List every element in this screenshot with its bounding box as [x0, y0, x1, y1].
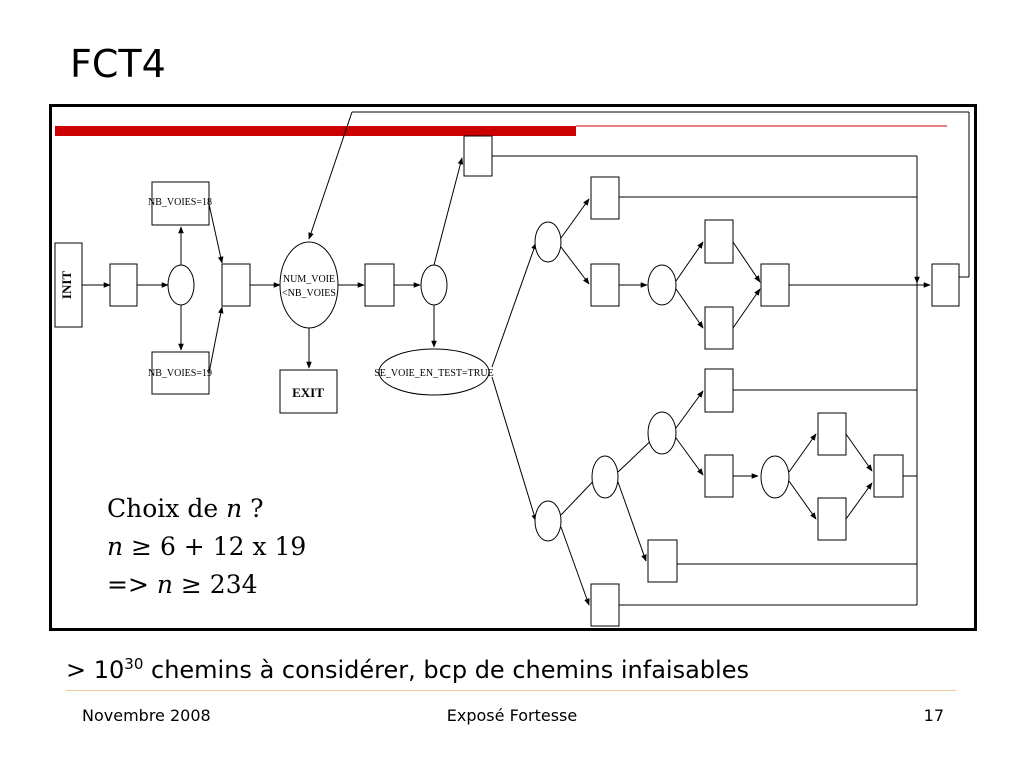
flowchart: INIT NB_VOIES=18 NB_VOIES=19 NUM_VOIE <N…: [54, 111, 970, 627]
flow-box: [817, 497, 847, 541]
flow-box: [760, 263, 790, 307]
decision-node: [647, 411, 677, 455]
footer-divider: [66, 690, 956, 691]
decision-node: [591, 455, 619, 499]
decision-node: [167, 264, 195, 306]
footer-title: Exposé Fortesse: [446, 706, 578, 725]
flow-box: [817, 412, 847, 456]
exit-label: EXIT: [292, 385, 324, 400]
nb-voies-18-label: NB_VOIES=18: [148, 197, 212, 208]
loop-condition-node: [279, 241, 339, 329]
red-accent-bar: [55, 126, 576, 136]
flow-box: [704, 368, 734, 413]
nb-voies-19-label: NB_VOIES=19: [148, 368, 212, 379]
nb-voies-18-node: [151, 181, 210, 226]
flow-box: [873, 454, 904, 498]
flow-box: [463, 135, 493, 177]
flow-box: [931, 263, 960, 307]
decision-node: [647, 264, 677, 306]
flow-box: [647, 539, 678, 583]
decision-node: [534, 500, 562, 542]
flow-box: [704, 454, 734, 498]
flow-box: [704, 306, 734, 350]
flow-box: [590, 176, 620, 220]
bullet-text: > 1030 chemins à considérer, bcp de chem…: [66, 655, 749, 684]
flow-box: [364, 263, 395, 307]
flow-box: [590, 263, 620, 307]
annotation-text: Choix de n ? n ≥ 6 + 12 x 19 => n ≥ 234: [107, 490, 306, 604]
flow-box: [590, 583, 620, 627]
flow-box: [704, 219, 734, 264]
decision-node: [420, 264, 448, 306]
footer-date: Novembre 2008: [82, 706, 211, 725]
flowchart-frame: INIT NB_VOIES=18 NB_VOIES=19 NUM_VOIE <N…: [49, 104, 977, 631]
se-voie-label: SE_VOIE_EN_TEST=TRUE: [374, 368, 494, 379]
exit-node: [279, 369, 338, 414]
flow-box: [109, 263, 138, 307]
merge-box: [221, 263, 251, 307]
loop-condition-label: NUM_VOIE: [283, 274, 335, 285]
annotation-line-1: Choix de n ?: [107, 494, 264, 523]
slide-title: FCT4: [70, 42, 166, 86]
page-number: 17: [923, 706, 944, 725]
init-label: INIT: [59, 271, 74, 300]
init-node: [54, 242, 83, 328]
decision-node: [760, 455, 790, 499]
decision-node: [534, 221, 562, 263]
se-voie-node: [378, 348, 490, 396]
annotation-line-2: n ≥ 6 + 12 x 19: [107, 532, 307, 561]
loop-condition-label-2: <NB_VOIES: [282, 288, 336, 299]
annotation-line-3: => n ≥ 234: [107, 570, 258, 599]
